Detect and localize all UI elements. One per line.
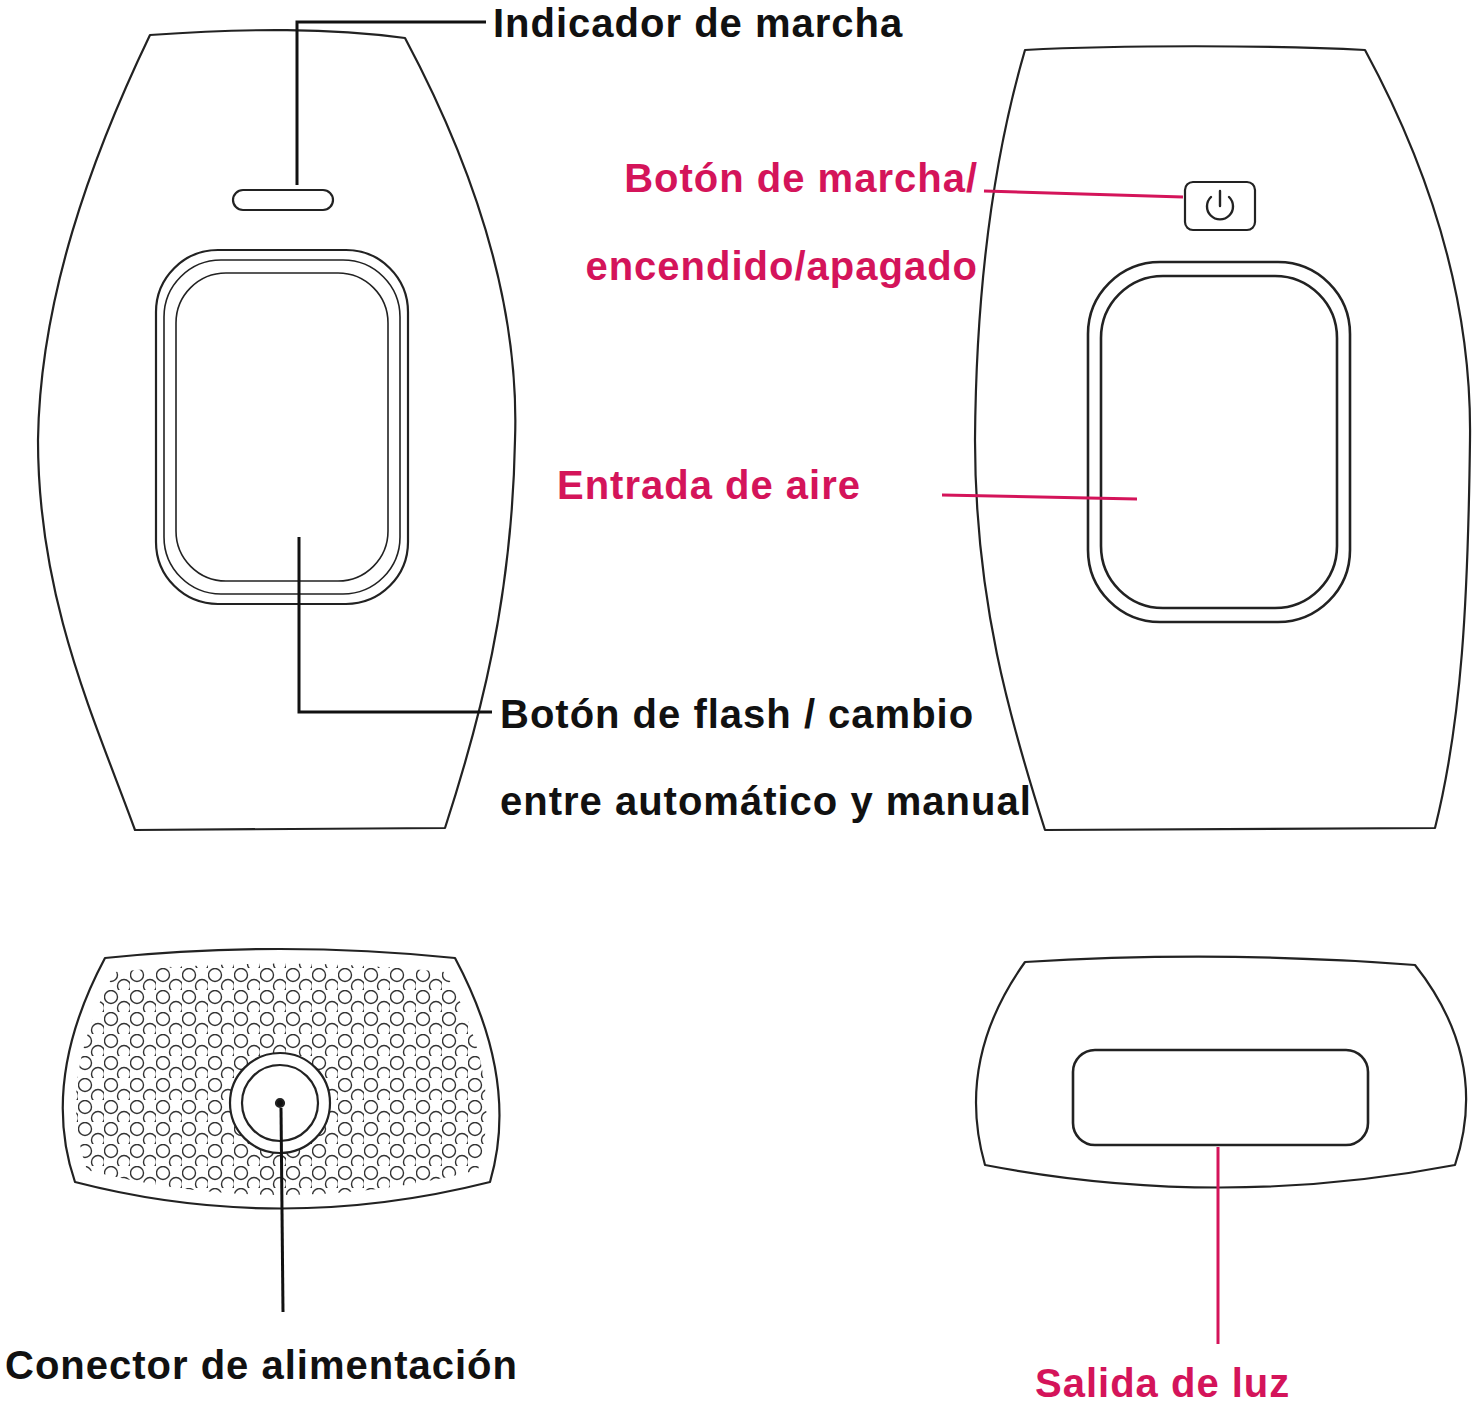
part-label: Salida de luz [1035, 1360, 1455, 1406]
flash-button-ring [156, 250, 408, 604]
air-inlet [1101, 276, 1337, 608]
housing-front [38, 30, 515, 830]
vent-holes [50, 950, 510, 1230]
air-inlet-ring [1088, 262, 1350, 622]
part-label: Indicador de marcha [493, 0, 1053, 46]
part-label: Entrada de aire [557, 462, 957, 508]
light-window [1073, 1050, 1368, 1145]
part-label: Conector de alimentación [5, 1342, 705, 1388]
flash-button [176, 273, 388, 581]
leader-line [299, 537, 492, 712]
part-label: Botón de marcha/ encendido/apagado [458, 134, 978, 310]
leader-line [984, 191, 1183, 197]
power-connector-pin [276, 1099, 284, 1107]
housing-top [976, 957, 1466, 1188]
power-symbol [1207, 191, 1233, 219]
part-label: Botón de flash / cambio entre automático… [500, 671, 1040, 845]
indicator-slot [233, 190, 333, 210]
flash-button-ring [164, 260, 400, 594]
leader-line [942, 495, 1137, 499]
power-button [1185, 182, 1255, 230]
leader-line [297, 22, 486, 185]
leader-line [281, 1108, 283, 1312]
leader-line [1217, 1147, 1220, 1344]
housing-back [975, 46, 1470, 830]
